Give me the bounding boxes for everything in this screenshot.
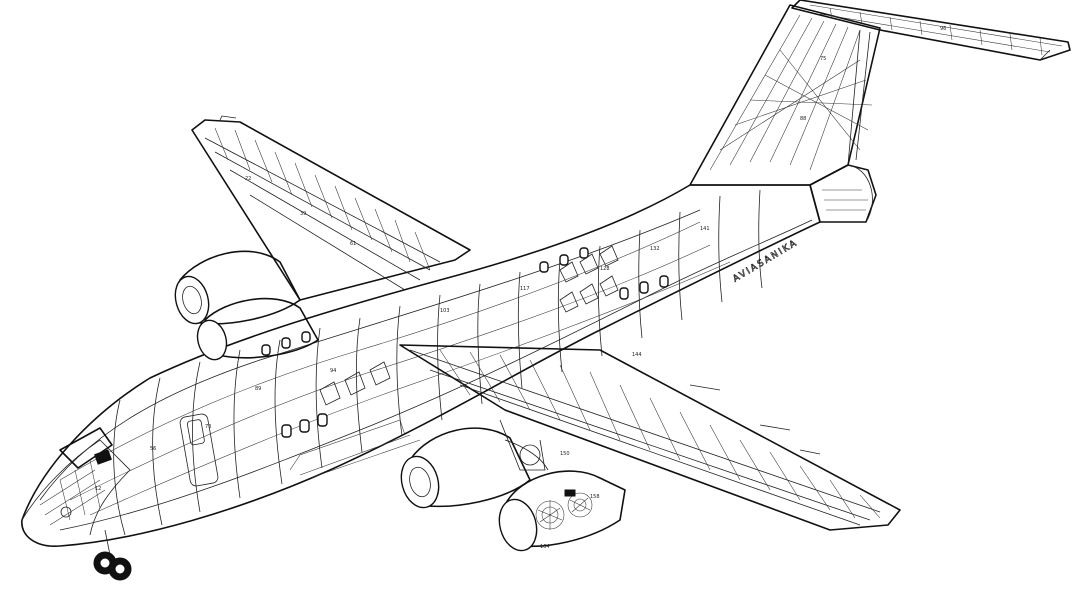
callout-labels: 73 89 94 12 56 103 117 128 132 141 144 1… bbox=[95, 26, 946, 550]
callout: 150 bbox=[560, 451, 570, 457]
fuselage: AVIASANIKA bbox=[21, 184, 821, 547]
main-landing-gear-bay bbox=[499, 419, 546, 471]
callout: 164 bbox=[540, 544, 550, 550]
callout: 73 bbox=[205, 424, 211, 430]
engine-left-inner bbox=[196, 297, 319, 361]
right-wing bbox=[399, 344, 901, 531]
callout: 141 bbox=[700, 226, 710, 232]
callout: 88 bbox=[800, 116, 806, 122]
callout: 158 bbox=[590, 494, 600, 500]
callout: 94 bbox=[330, 368, 336, 374]
callout: 61 bbox=[350, 241, 356, 247]
forward-door bbox=[179, 413, 219, 487]
left-wing bbox=[191, 115, 471, 301]
livery-text: AVIASANIKA bbox=[731, 238, 799, 285]
vertical-tail-fin bbox=[689, 4, 881, 186]
nose-landing-gear bbox=[93, 529, 132, 581]
tail-cone bbox=[809, 164, 877, 223]
callout: 39 bbox=[300, 211, 306, 217]
engine-left-outer bbox=[174, 250, 301, 325]
callout: 75 bbox=[820, 56, 826, 62]
callout: 56 bbox=[150, 446, 156, 452]
callout: 144 bbox=[632, 352, 642, 358]
callout: 96 bbox=[940, 26, 946, 32]
cabin-windows bbox=[261, 247, 669, 438]
cabin-seats bbox=[319, 245, 619, 406]
callout: 22 bbox=[245, 176, 251, 182]
callout: 128 bbox=[600, 266, 610, 272]
horizontal-stabiliser bbox=[791, 0, 1071, 61]
callout: 117 bbox=[520, 286, 530, 292]
callout: 132 bbox=[650, 246, 660, 252]
callout: 103 bbox=[440, 308, 450, 314]
engine-right-outer-cutaway bbox=[498, 470, 626, 552]
cockpit-section bbox=[21, 427, 131, 536]
callout: 12 bbox=[95, 486, 101, 492]
callout: 89 bbox=[255, 386, 261, 392]
